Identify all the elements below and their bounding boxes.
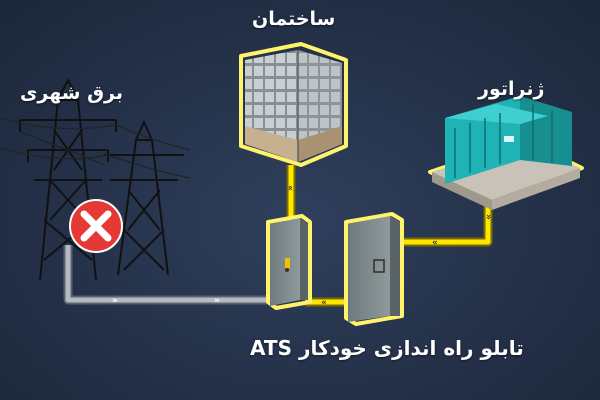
ats-panel-left (266, 214, 312, 310)
generator-label: ژنراتور (478, 78, 545, 100)
building-icon (239, 42, 348, 167)
power-wires (0, 117, 191, 179)
arrow-chevron-icon: » (214, 296, 220, 306)
building-label: ساختمان (252, 8, 336, 30)
transfer-panel-right (344, 212, 404, 326)
grid-power-line: » » (63, 245, 272, 306)
arrow-chevron-icon: » (483, 214, 493, 220)
ats-label: تابلو راه اندازی خودکار ATS (250, 336, 524, 360)
fault-x-icon (69, 199, 123, 253)
city-grid-label: برق شهری (20, 82, 124, 104)
power-pylon-right (104, 119, 184, 276)
active-power-lines: » « » « (286, 165, 493, 308)
arrow-chevron-icon: » (112, 296, 118, 306)
arrow-chevron-icon: « (321, 298, 327, 308)
arrow-chevron-icon: » (286, 185, 296, 191)
arrow-chevron-icon: « (432, 238, 438, 248)
generator-icon (428, 96, 584, 210)
